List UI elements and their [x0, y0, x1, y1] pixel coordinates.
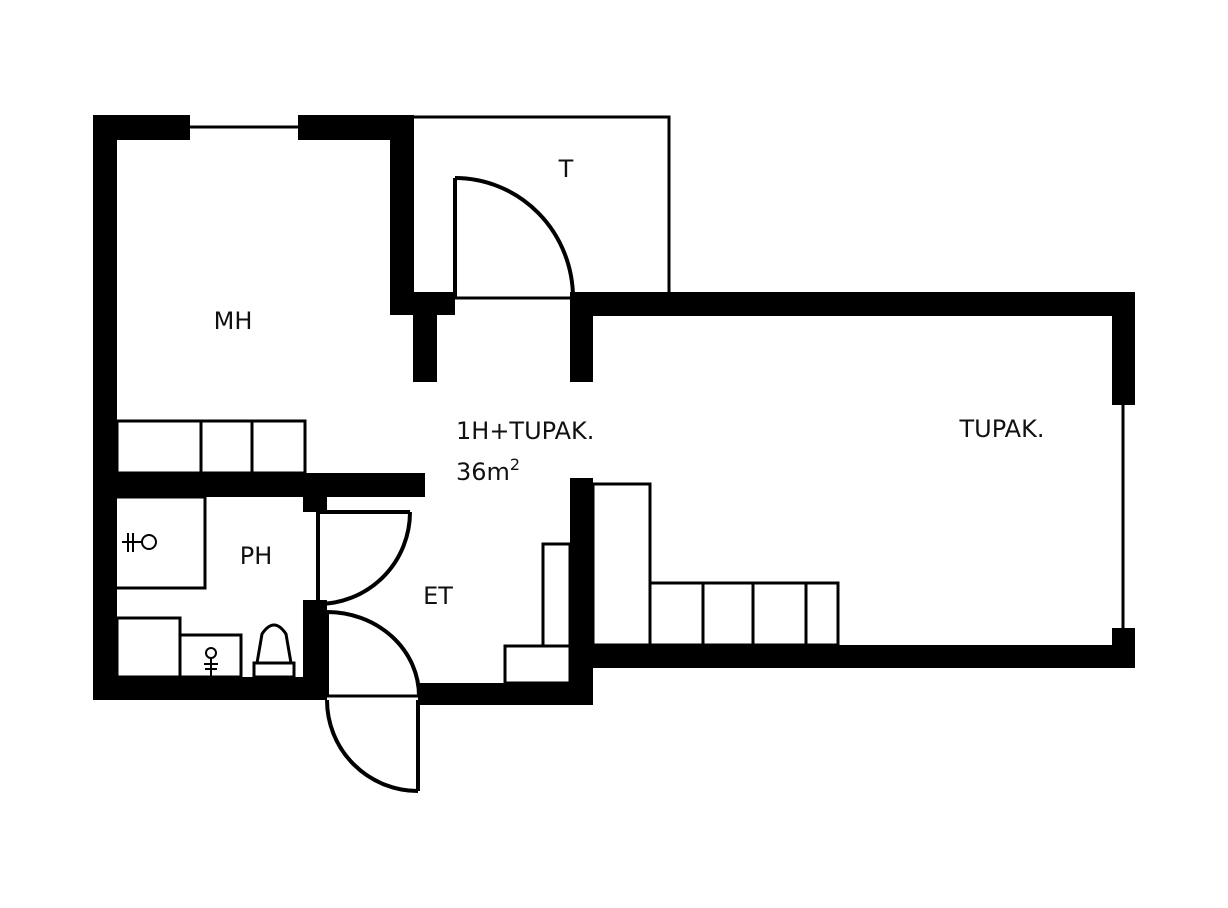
- faucet-icon: [204, 647, 218, 676]
- wall-right-upper: [1112, 292, 1135, 405]
- washing-machine-space: [115, 616, 182, 679]
- wall-tupak-bottom: [570, 645, 1135, 668]
- fixtures: [115, 419, 840, 685]
- windows: [190, 115, 1125, 628]
- wall-tupak-top: [570, 292, 1135, 316]
- toilet-icon: [252, 623, 296, 679]
- storage-door: [453, 176, 575, 299]
- bedroom-wardrobes: [115, 419, 307, 475]
- wall-et-bottom: [418, 683, 593, 705]
- wall-mh-ph: [93, 473, 425, 497]
- kitchen-counters: [591, 482, 840, 647]
- label-area: 36m2: [456, 455, 520, 486]
- wall-et-tupak: [570, 478, 593, 705]
- storage-outline: [414, 115, 671, 294]
- shower-area: [117, 495, 207, 590]
- wall-mh-t: [390, 115, 414, 315]
- area-unit-superscript: 2: [510, 455, 520, 474]
- area-value: 36m: [456, 458, 510, 486]
- sink: [178, 633, 243, 679]
- wall-stub-left: [413, 300, 437, 382]
- bathroom-door: [316, 510, 412, 606]
- label-bedroom: MH: [214, 307, 253, 335]
- entrance-door-outer: [325, 699, 420, 793]
- wall-stub-right: [570, 300, 593, 382]
- label-apartment-type: 1H+TUPAK.: [456, 417, 594, 445]
- label-bathroom: PH: [240, 542, 273, 570]
- wall-ph-stub: [303, 497, 327, 512]
- entry-closets: [503, 542, 572, 685]
- wall-left: [93, 115, 117, 700]
- walls: [93, 115, 1135, 705]
- label-storage: T: [558, 155, 574, 183]
- label-entry: ET: [423, 582, 453, 610]
- wall-top-left: [93, 115, 190, 140]
- entrance-door-inner: [325, 610, 421, 698]
- wall-ph-bottom: [93, 677, 327, 700]
- shower-icon: [122, 533, 157, 552]
- room-labels: MH T 1H+TUPAK. 36m2 TUPAK. PH ET: [214, 155, 1045, 610]
- label-living-kitchen: TUPAK.: [959, 415, 1045, 443]
- doors: [316, 176, 575, 793]
